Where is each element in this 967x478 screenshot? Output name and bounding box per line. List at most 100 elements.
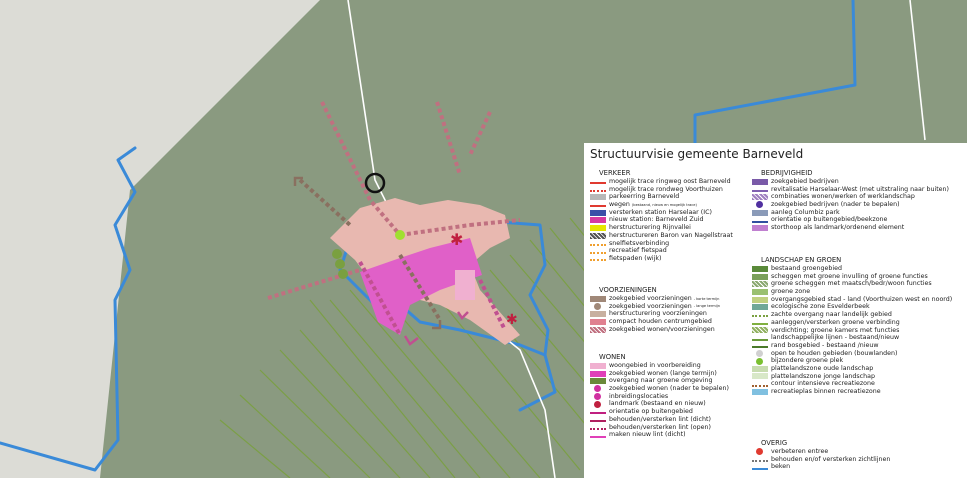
legend-item: plattelandszone oude landschap	[752, 365, 952, 373]
legend-item-label: mogelijk trace ringweg oost Barneveld	[609, 178, 731, 185]
legend-item: zoekgebied bedrijven	[752, 178, 949, 186]
blue-grey-square-icon	[752, 209, 768, 216]
legend-item: ecologische zone Esvelderbeek	[752, 303, 952, 311]
legend-item: open te houden gebieden (bouwlanden)	[752, 350, 952, 358]
legend-item-label: behouden/versterken lint (open)	[609, 423, 711, 431]
yellow-green-landmark	[395, 230, 405, 240]
legend-item-label: plattelandszone oude landschap	[771, 364, 874, 372]
sun-square-icon	[752, 224, 768, 231]
legend-item-label: mogelijk trace rondweg Voorthuizen	[609, 185, 723, 193]
legend-item: inbreidingslocaties	[590, 393, 729, 401]
orange-dotted-line-icon	[590, 243, 606, 246]
magenta-line-icon	[590, 435, 606, 438]
legend-item-label: bestaand groengebied	[771, 265, 842, 272]
asterisk-icon	[594, 400, 601, 408]
legend-item-label: aanleg Columbiz park	[771, 208, 840, 216]
entree-marker	[364, 172, 386, 194]
legend-item: bestaand groengebied	[752, 265, 952, 273]
legend-item-label: verbeteren entree	[771, 448, 829, 455]
legend-item: zoekgebied voorzieningen- korte termijn	[590, 295, 720, 303]
dark-green-square-icon	[752, 265, 768, 272]
legend-item: mogelijk trace rondweg Voorthuizen	[590, 186, 733, 194]
legend-item: plattelandszone jonge landschap	[752, 373, 952, 381]
hatched-square-icon	[590, 232, 606, 239]
legend-heading-landschap: LANDSCHAP EN GROEN	[761, 256, 842, 264]
legend-item-label: herstructurering voorzieningen	[609, 310, 707, 318]
legend-item-label: storthoop als landmark/ordenend element	[771, 224, 905, 232]
legend-item: bijzondere groene plek	[752, 357, 952, 365]
legend-item: versterken station Harselaar (IC)	[590, 209, 733, 217]
legend-item-label: behouden en/of versterken zichtlijnen	[771, 455, 891, 463]
paler-green-square-icon	[752, 373, 768, 380]
legend-item: mogelijk trace ringweg oost Barneveld	[590, 178, 733, 186]
legend-item-label: recreatief fietspad	[609, 247, 667, 255]
legend-item-label: zoekgebied wonen/voorzieningen	[609, 325, 715, 333]
grey-ellipse-icon	[756, 349, 763, 357]
legend-item-label: woongebied in voorbereiding	[609, 362, 701, 369]
blue-line-icon	[752, 467, 768, 470]
dotted-arrow-icon	[752, 460, 768, 463]
legend-item-label: orientatie op buitengebied/beekzone	[771, 216, 888, 224]
legend-item: storthoop als landmark/ordenend element	[752, 224, 949, 232]
red-arrow-ringweg-icon	[590, 182, 606, 185]
legend-item-label: groene scheggen met maatsch/bedr/woon fu…	[771, 280, 932, 288]
entree-e-icon	[756, 448, 763, 456]
legend-item-label: zoekgebied wonen (lange termijn)	[609, 369, 717, 377]
purple-hatched-square-icon	[752, 194, 768, 201]
legend-item: parkeerring Barneveld	[590, 193, 733, 201]
legend-item-label: herstructureren Baron van Nagellstraat	[609, 231, 733, 239]
legend-item: overgang naar groene omgeving	[590, 377, 729, 385]
legend-item: verdichting; groene kamers met functies	[752, 327, 952, 335]
legend-item-label: zoekgebied bedrijven (nader te bepalen)	[771, 201, 900, 209]
legend-item-label: landmark (bestaand en nieuw)	[609, 400, 706, 408]
landmark-asterisk-north: ✱	[450, 230, 463, 249]
pale-green-square-icon	[752, 365, 768, 372]
legend-item: zoekgebied voorzieningen- lange termijn	[590, 303, 720, 311]
legend-item-label: groene zone	[771, 288, 811, 296]
corridor-dashes	[267, 101, 521, 336]
legend-item: nieuw station: Barneveld Zuid	[590, 216, 733, 224]
brown-square-icon	[590, 295, 606, 302]
purple-dotted-line-icon	[590, 427, 606, 430]
light-blue-square-icon	[752, 388, 768, 395]
legend-item: landschappelijke lijnen - bestaand/nieuw	[752, 334, 952, 342]
legend-item: herstructurering voorzieningen	[590, 310, 720, 318]
dark-green-diagonal-icon	[752, 346, 768, 349]
legend-item: groene scheggen met maatsch/bedr/woon fu…	[752, 280, 952, 288]
green-square-icon	[752, 273, 768, 280]
legend-item-label: compact houden centrumgebied	[609, 318, 712, 326]
legend-item-label: fietspaden (wijk)	[609, 254, 662, 262]
legend-panel: Structuurvisie gemeente Barneveld VERKEE…	[584, 143, 967, 478]
green-hatched-square-icon	[752, 281, 768, 288]
purple-line-icon	[590, 420, 606, 423]
purple-square-icon	[752, 178, 768, 185]
legend-item: orientatie op buitengebied/beekzone	[752, 216, 949, 224]
legend-item-label: orientatie op buitengebied	[609, 408, 693, 416]
yellow-green-square-icon	[752, 296, 768, 303]
road-arrows-icon	[590, 205, 606, 208]
legend-heading-verkeer: VERKEER	[599, 169, 631, 177]
legend-item: snelfietsverbinding	[590, 240, 733, 248]
light-pink-square-icon	[590, 362, 606, 369]
legend-item: wegen(bestaand, nieuw en mogelijk trace)	[590, 201, 733, 209]
legend-item-label: nieuw station: Barneveld Zuid	[609, 216, 704, 224]
station-ic-icon	[590, 209, 606, 216]
green-double-arrow-icon	[752, 323, 768, 326]
legend-item: zoekgebied wonen (lange termijn)	[590, 370, 729, 378]
legend-item-label: zachte overgang naar landelijk gebied	[771, 311, 892, 319]
green-grid-icon	[752, 327, 768, 334]
legend-item-label: inbreidingslocaties	[609, 392, 669, 400]
legend-item-sublabel: - korte termijn	[693, 296, 720, 301]
pink-square-icon	[590, 318, 606, 325]
teal-square-icon	[752, 304, 768, 311]
legend-item-label: verdichting; groene kamers met functies	[771, 326, 900, 334]
legend-item: zachte overgang naar landelijk gebied	[752, 311, 952, 319]
green-dot-icon	[756, 357, 763, 365]
magenta-square-icon	[590, 370, 606, 377]
legend-item-label: zoekgebied bedrijven	[771, 178, 839, 185]
legend-item-label: overgangsgebied stad - land (Voorthuizen…	[771, 295, 953, 303]
